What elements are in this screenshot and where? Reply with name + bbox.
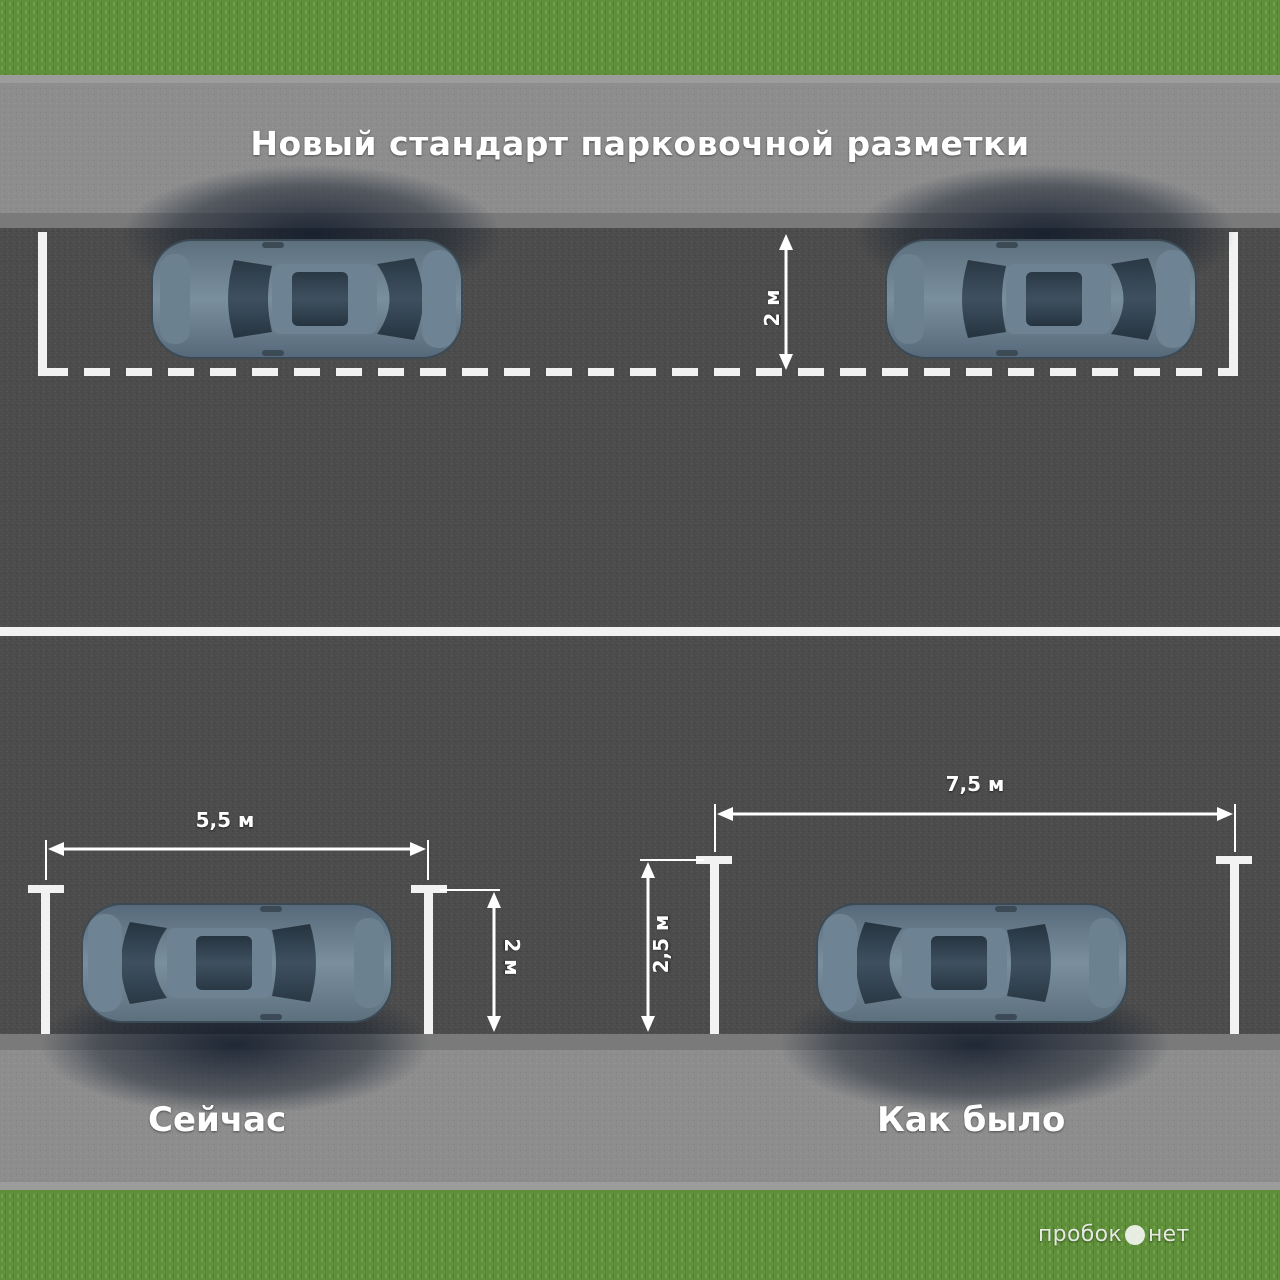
new-standard-markings <box>38 232 1238 376</box>
car-top-right <box>885 239 1197 359</box>
brand-text-left: пробок <box>1038 1222 1122 1247</box>
car-now <box>81 903 393 1023</box>
diagram-title: Новый стандарт парковочной разметки <box>250 124 1030 163</box>
brand-dot-icon <box>1124 1224 1145 1245</box>
car-before <box>816 903 1128 1023</box>
now-label: Сейчас <box>148 1100 287 1140</box>
before-length-arrow <box>714 804 1236 852</box>
before-label: Как было <box>877 1100 1066 1140</box>
brand-text-right: нет <box>1147 1222 1190 1247</box>
now-length-label: 5,5 м <box>195 808 255 832</box>
new-width-label: 2 м <box>760 289 784 327</box>
before-width-arrow <box>640 859 704 1032</box>
now-markings <box>28 885 447 1034</box>
now-width-label: 2 м <box>500 938 524 976</box>
before-width-label: 2,5 м <box>649 914 673 974</box>
now-width-arrow <box>440 889 501 1032</box>
new-width-arrow <box>779 234 793 370</box>
brand-logo: пробок нет <box>1038 1222 1190 1247</box>
car-top-left <box>151 239 463 359</box>
before-length-label: 7,5 м <box>945 772 1005 796</box>
before-markings <box>696 856 1252 1034</box>
now-length-arrow <box>45 840 429 880</box>
center-line <box>0 627 1280 636</box>
